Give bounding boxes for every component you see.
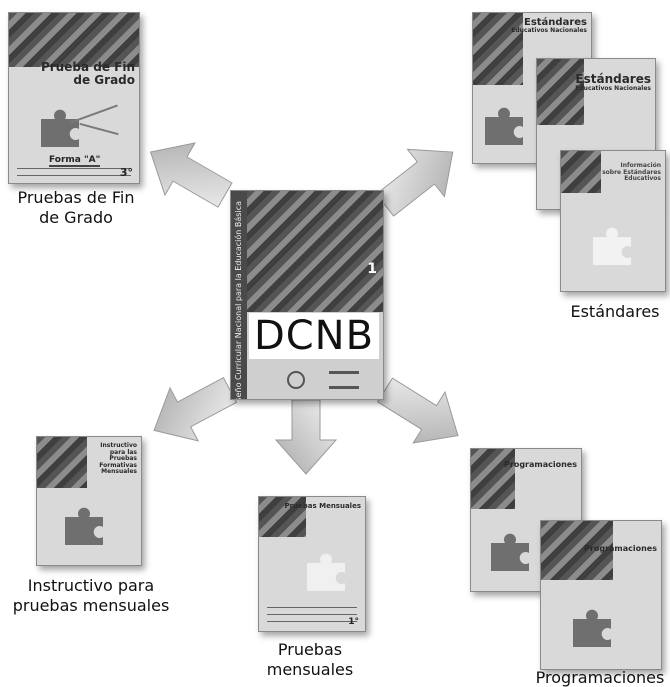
- form-label: Forma "A": [49, 155, 101, 167]
- spine-text: Diseño Curricular Nacional para la Educa…: [234, 201, 243, 400]
- cover-title: Instructivo para las Pruebas Formativas …: [99, 442, 137, 476]
- dcnb-title: DCNB: [249, 313, 379, 359]
- grade-badge: 1: [367, 261, 377, 277]
- cover-photo: [541, 521, 613, 581]
- form-line: [17, 175, 131, 176]
- cover-title: Estándares Educativos Nacionales: [575, 72, 651, 93]
- cover-photo: [259, 497, 306, 538]
- programaciones-cover-2: Programaciones: [540, 520, 662, 670]
- cover-photo: [247, 191, 383, 312]
- dcnb-center-cover: Diseño Curricular Nacional para la Educa…: [230, 190, 384, 400]
- grade-badge: 3°: [119, 166, 133, 179]
- spine: Diseño Curricular Nacional para la Educa…: [231, 191, 247, 399]
- grade-badge: 1°: [348, 617, 359, 627]
- caption-estandares: Estándares: [570, 302, 660, 321]
- cover-title: Prueba de Fin de Grado: [40, 60, 135, 88]
- form-line: [17, 168, 131, 169]
- logo-left: [287, 371, 305, 389]
- arrow-down-right: [376, 377, 459, 444]
- puzzle-icon: [491, 533, 529, 571]
- cover-photo: [9, 13, 139, 68]
- puzzle-icon: [593, 227, 631, 265]
- puzzle-icon: [65, 507, 103, 545]
- pruebas-fin-grado-cover: Prueba de Fin de Grado Forma "A" 3°: [8, 12, 140, 184]
- arrow-down: [274, 399, 338, 475]
- estandares-cover-3: Información sobre Estándares Educativos: [560, 150, 666, 292]
- cover-photo: [537, 59, 585, 125]
- arrow-up-left: [149, 142, 233, 208]
- caption-pruebas-fin-grado: Pruebas de Fin de Grado: [17, 188, 135, 227]
- form-line: [267, 614, 357, 615]
- cover-title: Información sobre Estándares Educativos: [602, 162, 661, 183]
- cover-photo: [37, 437, 87, 489]
- puzzle-icon: [307, 553, 345, 591]
- puzzle-icon: [573, 609, 611, 647]
- cover-photo: [471, 449, 515, 509]
- puzzle-icon: [485, 107, 523, 145]
- logo-right: [329, 371, 359, 389]
- arrow-up-right: [375, 148, 454, 217]
- caption-instructivo: Instructivo para pruebas mensuales: [12, 576, 170, 615]
- cover-title: Programaciones: [504, 460, 577, 469]
- form-line: [267, 607, 357, 608]
- cover-photo: [561, 151, 601, 193]
- instructivo-cover: Instructivo para las Pruebas Formativas …: [36, 436, 142, 566]
- puzzle-icon: [41, 109, 79, 147]
- caption-pruebas-mensuales: Pruebas mensuales: [266, 640, 354, 679]
- cover-title: Estándares Educativos Nacionales: [511, 17, 587, 34]
- caption-programaciones: Programaciones: [535, 668, 665, 687]
- cover-title: Programaciones: [584, 544, 657, 553]
- cover-title: Pruebas Mensuales: [284, 502, 361, 510]
- cover-photo: [473, 13, 523, 85]
- form-line: [267, 621, 357, 622]
- pruebas-mensuales-cover: Pruebas Mensuales 1°: [258, 496, 366, 632]
- arrow-down-left: [153, 376, 238, 442]
